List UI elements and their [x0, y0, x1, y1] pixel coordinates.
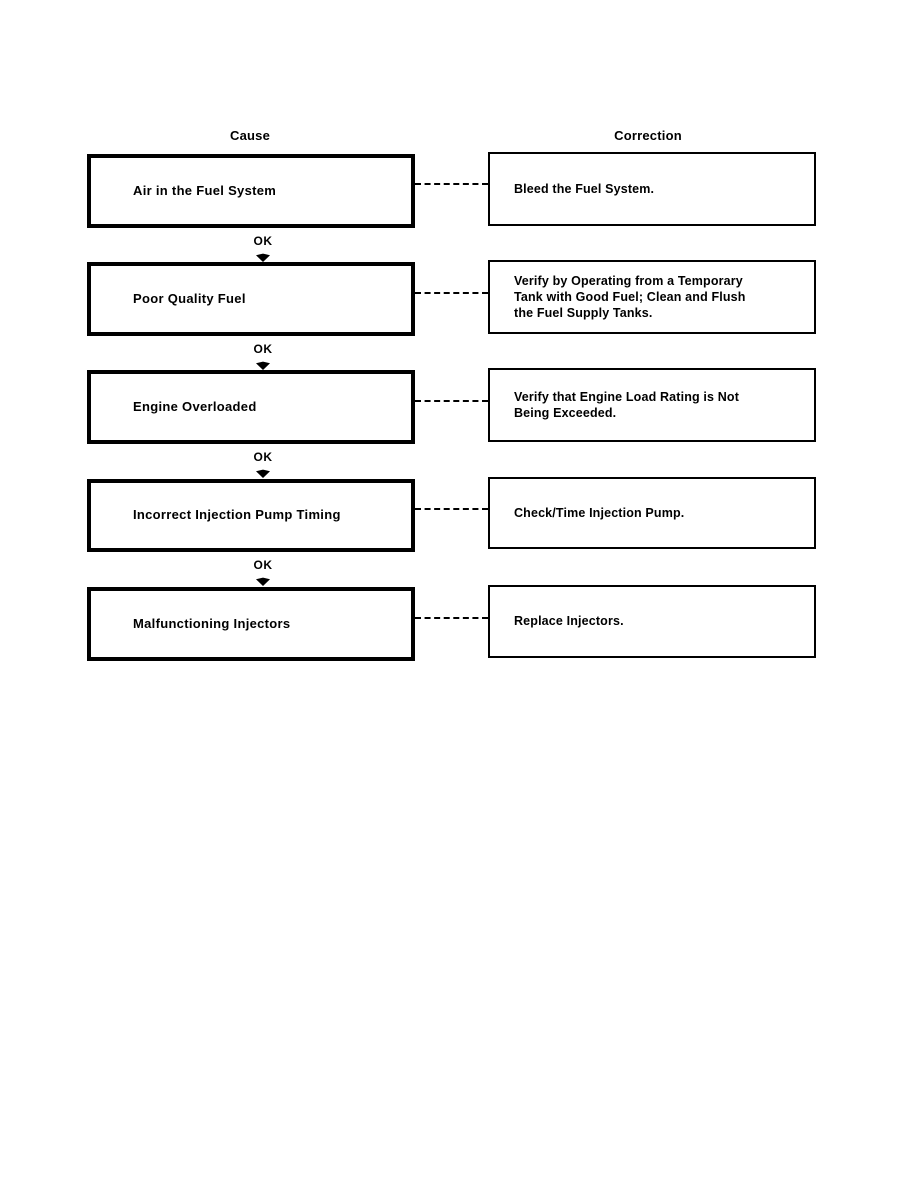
correction-box-1[interactable]: Bleed the Fuel System. — [488, 152, 816, 226]
correction-box-3[interactable]: Verify that Engine Load Rating is Not Be… — [488, 368, 816, 442]
correction-label-5: Replace Injectors. — [514, 614, 624, 629]
cause-label-3: Engine Overloaded — [133, 398, 257, 414]
cause-box-2[interactable]: Poor Quality Fuel — [87, 262, 415, 336]
connector-line-1 — [415, 183, 488, 185]
cause-label-5: Malfunctioning Injectors — [133, 615, 291, 631]
cause-box-1[interactable]: Air in the Fuel System — [87, 154, 415, 228]
correction-label-4: Check/Time Injection Pump. — [514, 505, 685, 520]
ok-connector-2: OK — [213, 340, 313, 370]
correction-line: Verify that Engine Load Rating is Not — [514, 389, 740, 404]
connector-line-2 — [415, 292, 488, 294]
ok-connector-4: OK — [213, 556, 313, 586]
cause-box-4[interactable]: Incorrect Injection Pump Timing — [87, 479, 415, 552]
down-arrow-icon-2 — [256, 361, 270, 370]
connector-line-3 — [415, 400, 488, 402]
down-arrow-icon-1 — [256, 253, 270, 262]
cause-box-5[interactable]: Malfunctioning Injectors — [87, 587, 415, 661]
correction-line: the Fuel Supply Tanks. — [514, 306, 653, 321]
correction-label-2: Verify by Operating from a Temporary Tan… — [490, 273, 756, 322]
ok-label-2: OK — [253, 342, 273, 356]
column-header-cause: Cause — [229, 128, 271, 143]
correction-line: Verify by Operating from a Temporary — [514, 273, 743, 288]
ok-connector-3: OK — [213, 448, 313, 478]
cause-label-1: Air in the Fuel System — [133, 182, 277, 198]
correction-label-3: Verify that Engine Load Rating is Not Be… — [490, 389, 749, 422]
connector-line-5 — [415, 617, 488, 619]
down-arrow-icon-3 — [256, 469, 270, 478]
correction-line: Being Exceeded. — [514, 406, 617, 420]
ok-label-4: OK — [253, 558, 273, 572]
correction-line: Tank with Good Fuel; Clean and Flush — [514, 289, 746, 304]
correction-label-1: Bleed the Fuel System. — [514, 181, 655, 196]
ok-label-1: OK — [253, 234, 273, 248]
correction-box-2[interactable]: Verify by Operating from a Temporary Tan… — [488, 260, 816, 334]
cause-label-4: Incorrect Injection Pump Timing — [133, 507, 341, 523]
cause-box-3[interactable]: Engine Overloaded — [87, 370, 415, 444]
ok-connector-1: OK — [213, 232, 313, 262]
column-header-correction: Correction — [614, 128, 682, 143]
correction-box-5[interactable]: Replace Injectors. — [488, 585, 816, 658]
down-arrow-icon-4 — [256, 577, 270, 586]
correction-box-4[interactable]: Check/Time Injection Pump. — [488, 477, 816, 549]
connector-line-4 — [415, 508, 488, 510]
ok-label-3: OK — [253, 450, 273, 464]
cause-label-2: Poor Quality Fuel — [133, 290, 246, 306]
